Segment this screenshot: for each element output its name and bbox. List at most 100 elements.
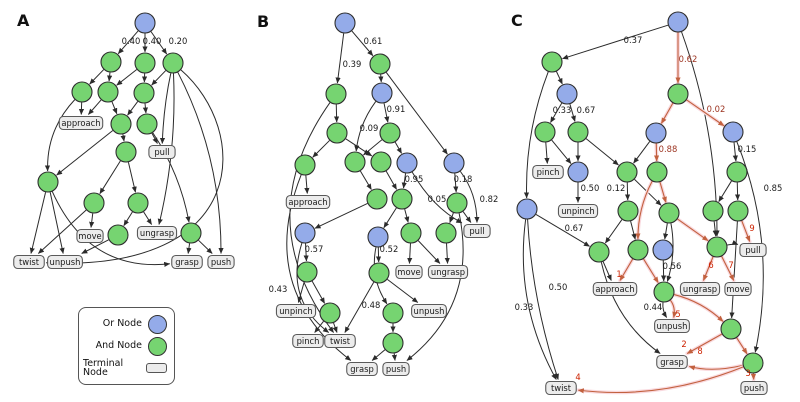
edge-label: 0.33 xyxy=(515,302,534,312)
edge xyxy=(120,134,126,142)
edge xyxy=(88,99,102,115)
terminal-node-unpinch xyxy=(275,303,317,319)
and-node xyxy=(742,352,764,374)
terminal-label-twist: twist xyxy=(19,257,40,267)
and-node xyxy=(646,161,668,183)
edge xyxy=(453,173,459,193)
edge xyxy=(550,102,563,123)
edge-red xyxy=(674,294,724,322)
edge-label: 0.43 xyxy=(269,284,288,294)
legend-or-label: Or Node xyxy=(102,318,142,330)
edge xyxy=(56,130,114,176)
edge xyxy=(127,101,139,116)
edge xyxy=(142,103,148,114)
edge xyxy=(304,175,310,194)
edge xyxy=(107,72,113,82)
terminal-node-unpush xyxy=(47,254,83,270)
edge xyxy=(602,261,612,281)
and-node xyxy=(127,192,149,214)
terminal-node-push xyxy=(382,361,410,377)
and-node xyxy=(97,81,119,103)
terminal-node-pull xyxy=(739,242,767,258)
and-node xyxy=(391,188,413,210)
edge-label: 0.18 xyxy=(454,174,473,184)
edge-red xyxy=(677,218,709,242)
and-node xyxy=(379,122,401,144)
legend-item-and-node: And Node xyxy=(83,336,167,356)
edge xyxy=(535,213,590,247)
terminal-node-approach xyxy=(285,194,331,210)
terminal-label-unpush: unpush xyxy=(414,306,445,316)
edge xyxy=(387,278,419,303)
edge xyxy=(551,139,572,164)
edge-label: 1 xyxy=(616,269,621,279)
and-node xyxy=(400,222,422,244)
edge-red xyxy=(635,181,653,240)
terminal-node-move xyxy=(395,264,423,280)
edge-label: 4 xyxy=(575,372,580,382)
edge xyxy=(89,69,105,85)
edge-label: 0.48 xyxy=(362,300,381,310)
terminal-label-pull: pull xyxy=(469,226,484,236)
terminal-node-push xyxy=(740,380,768,396)
edge-red xyxy=(686,333,723,354)
terminal-label-unpinch: unpinch xyxy=(561,206,594,216)
edge xyxy=(38,209,87,254)
and-node xyxy=(667,83,689,105)
edge-label: 0.33 xyxy=(553,105,572,115)
or-node xyxy=(645,122,667,144)
edge xyxy=(556,71,563,85)
terminal-node-ungrasp xyxy=(427,264,469,280)
edge xyxy=(663,223,669,240)
edge xyxy=(151,133,158,144)
edge xyxy=(585,138,619,166)
terminal-node-ungrasp xyxy=(679,281,721,297)
and-node xyxy=(133,82,155,104)
edge xyxy=(359,170,372,190)
edge xyxy=(289,102,334,333)
edge xyxy=(630,221,637,240)
or-node xyxy=(443,152,465,174)
edge xyxy=(462,211,472,223)
edge xyxy=(544,142,550,164)
edge xyxy=(417,240,441,264)
terminal-node-pinch xyxy=(292,333,324,349)
edge xyxy=(732,142,738,162)
terminal-node-unpush xyxy=(654,318,690,334)
edge xyxy=(186,243,192,254)
and-node xyxy=(702,200,724,222)
edge-label: 0.88 xyxy=(659,144,678,154)
edge-red xyxy=(643,258,659,283)
edge xyxy=(51,191,171,267)
or-node xyxy=(334,12,356,34)
or-node xyxy=(556,83,578,105)
edge-label: 0.37 xyxy=(624,35,643,45)
edge-label: 7 xyxy=(728,260,733,270)
or-node-swatch xyxy=(148,314,167,334)
edge xyxy=(44,99,76,172)
edge xyxy=(411,171,463,224)
and-node xyxy=(617,200,639,222)
edge-label: 2 xyxy=(681,339,686,349)
edge xyxy=(116,69,138,86)
edge-red xyxy=(659,181,667,203)
and-node xyxy=(726,161,748,183)
edge-label: 0.50 xyxy=(581,183,600,193)
edge xyxy=(177,72,224,254)
terminal-node-ungrasp xyxy=(136,225,178,241)
terminal-label-ungrasp: ungrasp xyxy=(683,284,717,294)
terminal-label-push: push xyxy=(211,257,231,267)
terminal-node-grasp xyxy=(346,361,378,377)
terminal-label-approach: approach xyxy=(61,118,100,128)
edge xyxy=(378,74,384,83)
terminal-label-push: push xyxy=(386,364,406,374)
and-node xyxy=(627,239,649,261)
edge-label: 0.85 xyxy=(764,183,783,193)
edge-label: 0.20 xyxy=(169,36,188,46)
edge-red xyxy=(741,220,751,242)
edge xyxy=(522,219,557,380)
edge xyxy=(459,171,480,223)
and-node xyxy=(567,121,589,143)
edge-label: 0.67 xyxy=(565,223,584,233)
edge-label: 0.95 xyxy=(405,174,424,184)
